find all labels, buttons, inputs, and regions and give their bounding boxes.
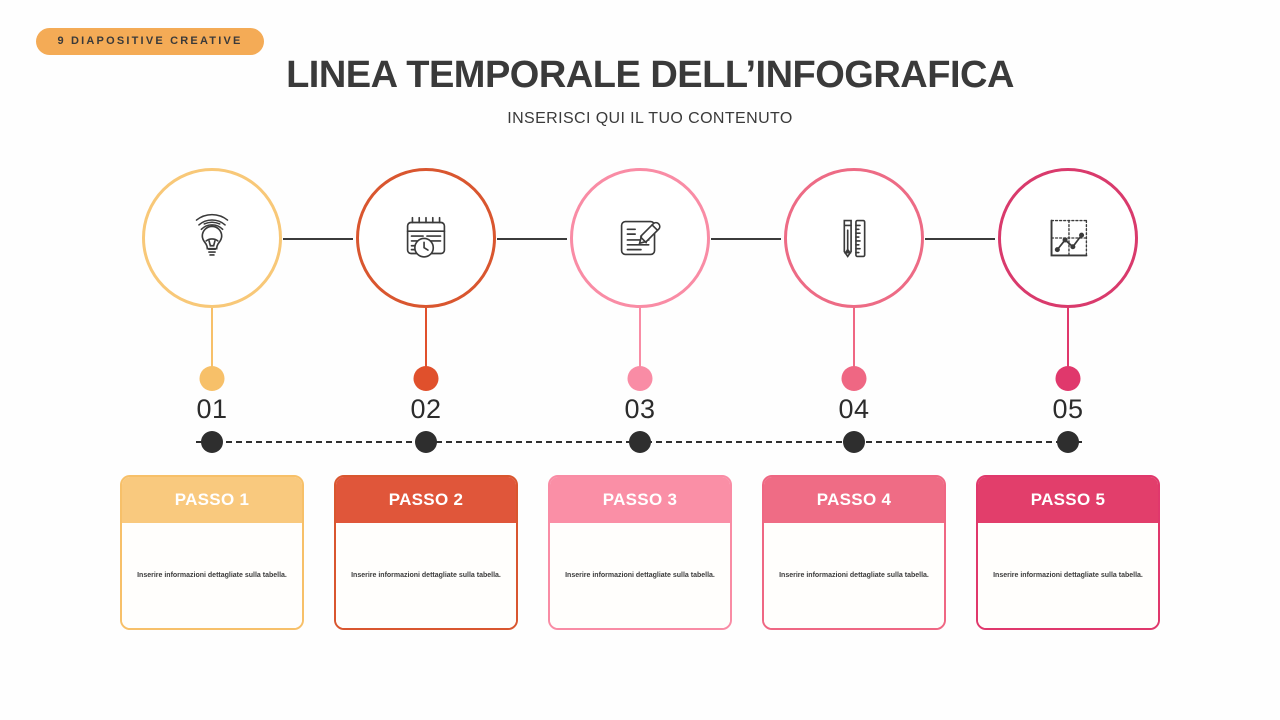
- page-title: LINEA TEMPORALE DELL’INFOGRAFICA: [286, 54, 1014, 96]
- step-5-number: 05: [1052, 394, 1084, 424]
- step-2-number: 02: [410, 394, 442, 424]
- step-5-card-text: Inserire informazioni dettagliate sulla …: [978, 523, 1158, 628]
- step-2-card[interactable]: PASSO 2 Inserire informazioni dettagliat…: [334, 475, 518, 630]
- step-5-icon-circle[interactable]: [998, 168, 1138, 308]
- timeline-step-3: 03 PASSO 3 Inserire informazioni dettagl…: [533, 0, 747, 720]
- step-4-card-title: PASSO 4: [764, 477, 944, 523]
- step-4-card-text: Inserire informazioni dettagliate sulla …: [764, 523, 944, 628]
- step-5-card-title: PASSO 5: [978, 477, 1158, 523]
- step-5-stem: [1067, 308, 1069, 378]
- badge-label: 9 DIAPOSITIVE CREATIVE: [57, 35, 243, 47]
- connector-1-2: [283, 238, 353, 240]
- step-2-icon-circle[interactable]: [356, 168, 496, 308]
- step-2-node: [415, 431, 437, 453]
- step-4-icon-circle[interactable]: [784, 168, 924, 308]
- line-chart-icon: [1037, 207, 1099, 269]
- timeline-step-5: 05 PASSO 5 Inserire informazioni dettagl…: [961, 0, 1175, 720]
- step-1-dot: [199, 366, 225, 391]
- connector-4-5: [925, 238, 995, 240]
- slide-count-badge: 9 DIAPOSITIVE CREATIVE: [36, 28, 264, 55]
- step-5-node: [1057, 431, 1079, 453]
- step-4-node: [843, 431, 865, 453]
- calendar-clock-icon: [395, 207, 457, 269]
- step-2-card-text: Inserire informazioni dettagliate sulla …: [336, 523, 516, 628]
- step-4-stem: [853, 308, 855, 378]
- step-3-stem: [639, 308, 641, 378]
- step-1-card[interactable]: PASSO 1 Inserire informazioni dettagliat…: [120, 475, 304, 630]
- lightbulb-idea-icon: [181, 207, 243, 269]
- document-pencil-icon: [609, 207, 671, 269]
- step-5-card[interactable]: PASSO 5 Inserire informazioni dettagliat…: [976, 475, 1160, 630]
- step-5-dot: [1055, 366, 1081, 391]
- connector-3-4: [711, 238, 781, 240]
- step-3-card-text: Inserire informazioni dettagliate sulla …: [550, 523, 730, 628]
- step-4-number: 04: [838, 394, 870, 424]
- connector-2-3: [497, 238, 567, 240]
- step-4-dot: [841, 366, 867, 391]
- step-3-card[interactable]: PASSO 3 Inserire informazioni dettagliat…: [548, 475, 732, 630]
- timeline-step-4: 04 PASSO 4 Inserire informazioni dettagl…: [747, 0, 961, 720]
- step-4-card[interactable]: PASSO 4 Inserire informazioni dettagliat…: [762, 475, 946, 630]
- step-3-icon-circle[interactable]: [570, 168, 710, 308]
- step-1-card-title: PASSO 1: [122, 477, 302, 523]
- step-2-stem: [425, 308, 427, 378]
- step-3-node: [629, 431, 651, 453]
- step-1-number: 01: [196, 394, 228, 424]
- step-1-node: [201, 431, 223, 453]
- step-2-dot: [413, 366, 439, 391]
- step-1-stem: [211, 308, 213, 378]
- step-3-card-title: PASSO 3: [550, 477, 730, 523]
- step-1-card-text: Inserire informazioni dettagliate sulla …: [122, 523, 302, 628]
- timeline-step-2: 02 PASSO 2 Inserire informazioni dettagl…: [319, 0, 533, 720]
- step-1-icon-circle[interactable]: [142, 168, 282, 308]
- step-3-dot: [627, 366, 653, 391]
- page-subtitle: INSERISCI QUI IL TUO CONTENUTO: [507, 110, 793, 127]
- pencil-ruler-icon: [823, 207, 885, 269]
- step-2-card-title: PASSO 2: [336, 477, 516, 523]
- timeline-step-1: 01 PASSO 1 Inserire informazioni dettagl…: [105, 0, 319, 720]
- step-3-number: 03: [624, 394, 656, 424]
